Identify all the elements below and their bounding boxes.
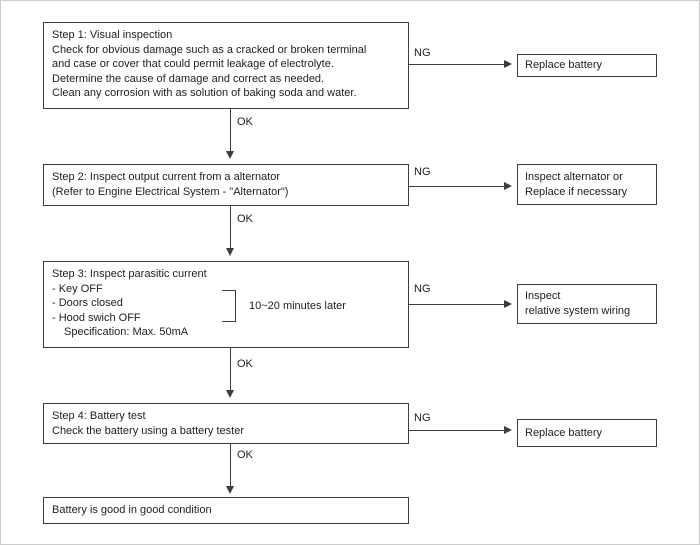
arrow-right-icon xyxy=(504,182,512,190)
step2-line: Step 2: Inspect output current from a al… xyxy=(52,171,281,183)
arrow-down-icon xyxy=(226,151,234,159)
step1-line: Determine the cause of damage and correc… xyxy=(52,72,325,85)
ng-label: NG xyxy=(414,283,431,295)
step2-line: (Refer to Engine Electrical System - "Al… xyxy=(52,186,289,198)
ng-connector-line xyxy=(409,304,505,305)
result-line: Replace battery xyxy=(525,59,603,71)
step3-specification-line: Specification: Max. 50mA xyxy=(64,326,189,339)
arrow-right-icon xyxy=(504,426,512,434)
step1-box: Step 1: Visual inspection Check for obvi… xyxy=(43,22,409,109)
ng-connector-line xyxy=(409,64,505,65)
ok-label: OK xyxy=(237,116,253,128)
step2-box: Step 2: Inspect output current from a al… xyxy=(43,164,409,206)
result-box-replace-battery-1: Replace battery xyxy=(517,54,657,77)
step4-box: Step 4: Battery test Check the battery u… xyxy=(43,403,409,444)
step3-line: - Hood swich OFF xyxy=(52,311,141,324)
ng-label: NG xyxy=(414,412,431,424)
arrow-down-icon xyxy=(226,486,234,494)
step1-line: Clean any corrosion with as solution of … xyxy=(52,87,357,100)
step4-line: Step 4: Battery test xyxy=(52,410,146,422)
ok-label: OK xyxy=(237,449,253,461)
arrow-right-icon xyxy=(504,60,512,68)
step3-line: - Doors closed xyxy=(52,297,123,310)
result-line: Replace battery xyxy=(525,426,603,439)
ng-connector-line xyxy=(409,430,505,431)
bracket-note: 10~20 minutes later xyxy=(249,300,346,312)
arrow-right-icon xyxy=(504,300,512,308)
result-box-inspect-wiring: Inspect relative system wiring xyxy=(517,284,657,324)
ok-connector-line xyxy=(230,206,231,248)
ng-label: NG xyxy=(414,47,431,59)
final-line: Battery is good in good condition xyxy=(52,504,212,517)
step1-line: and case or cover that could permit leak… xyxy=(52,58,334,71)
grouping-bracket xyxy=(222,290,236,322)
result-line: relative system wiring xyxy=(525,305,631,317)
final-box: Battery is good in good condition xyxy=(43,497,409,524)
step1-line: Step 1: Visual inspection xyxy=(52,29,173,41)
arrow-down-icon xyxy=(226,248,234,256)
ok-label: OK xyxy=(237,358,253,370)
ok-connector-line xyxy=(230,348,231,390)
result-box-inspect-alternator: Inspect alternator or Replace if necessa… xyxy=(517,164,657,205)
ng-label: NG xyxy=(414,166,431,178)
step3-line: - Key OFF xyxy=(52,282,103,295)
ng-connector-line xyxy=(409,186,505,187)
result-line: Inspect alternator or xyxy=(525,170,623,183)
ok-connector-line xyxy=(230,109,231,151)
step4-line: Check the battery using a battery tester xyxy=(52,425,244,437)
arrow-down-icon xyxy=(226,390,234,398)
result-line: Replace if necessary xyxy=(525,185,628,198)
step1-line: Check for obvious damage such as a crack… xyxy=(52,43,367,56)
step3-box: Step 3: Inspect parasitic current - Key … xyxy=(43,261,409,348)
step3-line: Step 3: Inspect parasitic current xyxy=(52,268,207,280)
ok-connector-line xyxy=(230,444,231,486)
result-line: Inspect xyxy=(525,290,561,302)
ok-label: OK xyxy=(237,213,253,225)
result-box-replace-battery-2: Replace battery xyxy=(517,419,657,447)
